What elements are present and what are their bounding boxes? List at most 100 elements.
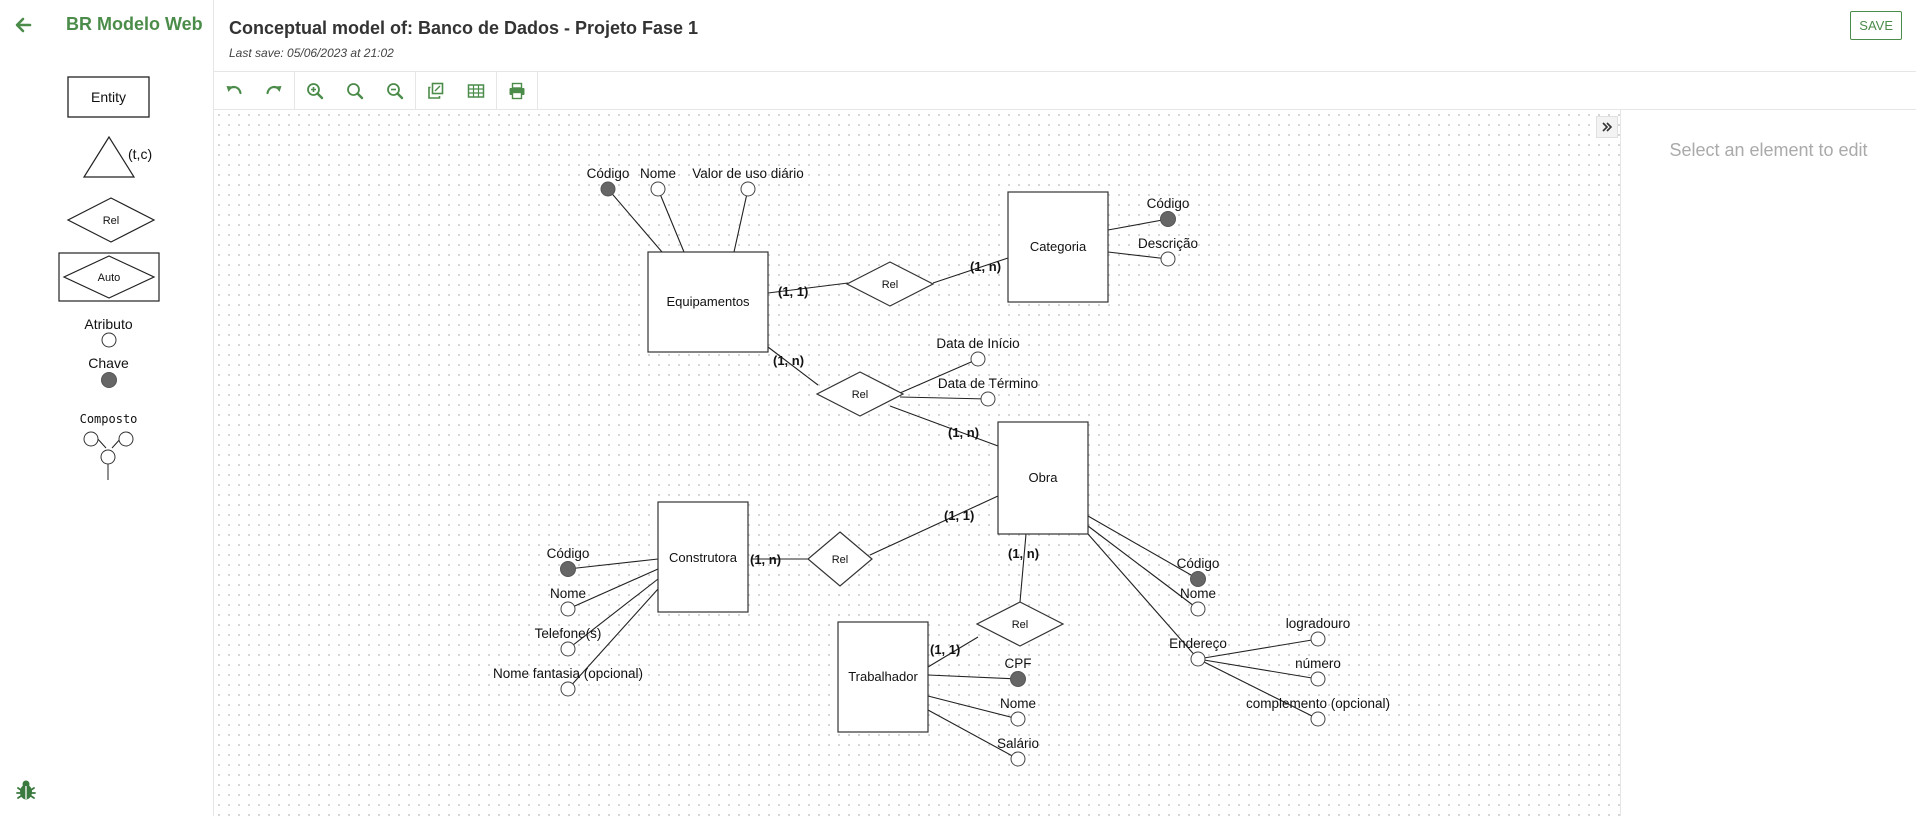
- cardinality-label: (1, 1): [778, 284, 808, 299]
- properties-panel: Select an element to edit: [1620, 110, 1916, 816]
- attribute-label: Código: [1147, 196, 1190, 211]
- palette-attribute-label: Atributo: [84, 316, 132, 332]
- double-chevron-right-icon: [1602, 122, 1613, 132]
- last-save-timestamp: Last save: 05/06/2023 at 21:02: [229, 46, 394, 60]
- relationship-rel-1-label: Rel: [882, 279, 899, 291]
- save-button[interactable]: SAVE: [1850, 11, 1902, 40]
- cardinalities: (1, 1) (1, n) (1, n) (1, n) (1, n) (1, 1…: [750, 259, 1039, 657]
- entity-construtora[interactable]: Construtora: [657, 501, 749, 613]
- attribute[interactable]: Telefone(s): [535, 626, 602, 657]
- bug-report-icon[interactable]: [14, 778, 38, 802]
- key-circle-icon: [101, 372, 117, 388]
- attribute-label: Nome: [550, 586, 586, 601]
- entity-categoria-label: Categoria: [1030, 239, 1087, 254]
- attribute[interactable]: Data de Início: [936, 336, 1020, 367]
- palette-attribute[interactable]: Atributo: [84, 316, 133, 348]
- attribute[interactable]: Nome: [640, 166, 676, 197]
- redo-button[interactable]: [254, 72, 294, 110]
- table-icon: [467, 83, 485, 98]
- attribute[interactable]: Nome: [1000, 696, 1036, 727]
- attribute-label: complemento (opcional): [1246, 696, 1390, 711]
- attribute-key[interactable]: Código: [547, 546, 590, 577]
- duplicate-button[interactable]: [416, 72, 456, 110]
- attribute-label: Código: [1177, 556, 1220, 571]
- cardinality-label: (1, n): [948, 425, 979, 440]
- palette-associative[interactable]: Auto: [58, 252, 160, 302]
- palette-specialization-label: (t,c): [128, 146, 152, 162]
- zoom-out-button[interactable]: [375, 72, 415, 110]
- attribute-label: Nome: [640, 166, 676, 181]
- relationship-rel-3-label: Rel: [832, 554, 849, 566]
- attribute-label: número: [1295, 656, 1341, 671]
- attribute-label: Código: [587, 166, 630, 181]
- attribute-label: logradouro: [1286, 616, 1351, 631]
- table-view-button[interactable]: [456, 72, 496, 110]
- zoom-out-icon: [387, 82, 404, 99]
- palette-entity-label: Entity: [91, 89, 126, 105]
- attribute-key[interactable]: Código: [587, 166, 630, 197]
- attribute[interactable]: Nome: [550, 586, 586, 617]
- attribute[interactable]: complemento (opcional): [1246, 696, 1390, 727]
- attribute-label: Código: [547, 546, 590, 561]
- redo-icon: [266, 85, 282, 94]
- page-title: Conceptual model of: Banco de Dados - Pr…: [229, 18, 699, 38]
- entity-trabalhador-label: Trabalhador: [848, 669, 918, 684]
- attribute-key[interactable]: CPF: [1005, 656, 1032, 687]
- header: Conceptual model of: Banco de Dados - Pr…: [214, 0, 1916, 72]
- toolbar-group-print: [497, 71, 538, 110]
- attribute-label: Descrição: [1138, 236, 1198, 251]
- entity-obra[interactable]: Obra: [997, 421, 1089, 535]
- element-palette: Entity (t,c) Rel Auto Atributo Chave: [58, 76, 160, 480]
- palette-composite[interactable]: Composto: [80, 412, 138, 480]
- attribute[interactable]: Data de Término: [938, 376, 1038, 407]
- attribute[interactable]: Valor de uso diário: [692, 166, 804, 197]
- toolbar-group-history: [214, 71, 295, 110]
- palette-key[interactable]: Chave: [88, 355, 129, 388]
- sidebar: BR Modelo Web Entity (t,c) Rel Auto Atri…: [0, 0, 214, 816]
- print-button[interactable]: [497, 72, 537, 110]
- attribute-composite[interactable]: Endereço: [1169, 636, 1227, 667]
- attribute[interactable]: número: [1295, 656, 1341, 687]
- palette-associative-label: Auto: [98, 272, 121, 284]
- relationship-rel-3[interactable]: Rel: [807, 531, 873, 587]
- entity-equipamentos[interactable]: Equipamentos: [647, 251, 769, 353]
- attribute-key[interactable]: Código: [1177, 556, 1220, 587]
- relationship-rel-1[interactable]: Rel: [845, 261, 935, 307]
- attribute-label: CPF: [1005, 656, 1032, 671]
- relationship-rel-2[interactable]: Rel: [815, 371, 905, 417]
- attribute[interactable]: Descrição: [1138, 236, 1198, 267]
- attribute[interactable]: Nome fantasia (opcional): [493, 666, 643, 697]
- attribute[interactable]: logradouro: [1286, 616, 1351, 647]
- undo-button[interactable]: [214, 72, 254, 110]
- attribute-label: Telefone(s): [535, 626, 602, 641]
- attribute-key[interactable]: Código: [1147, 196, 1190, 227]
- cardinality-label: (1, n): [750, 552, 781, 567]
- toolbar-group-zoom: [295, 71, 416, 110]
- entity-trabalhador[interactable]: Trabalhador: [837, 621, 929, 733]
- attribute[interactable]: Salário: [997, 736, 1039, 767]
- connections: [567, 188, 1319, 760]
- palette-relationship[interactable]: Rel: [66, 197, 156, 243]
- entity-construtora-label: Construtora: [669, 550, 738, 565]
- cardinality-label: (1, n): [773, 353, 804, 368]
- attribute[interactable]: Nome: [1180, 586, 1216, 617]
- collapse-panel-button[interactable]: [1596, 116, 1618, 138]
- cardinality-label: (1, n): [1008, 546, 1039, 561]
- zoom-reset-button[interactable]: [335, 72, 375, 110]
- diagram-canvas[interactable]: Equipamentos Categoria Obra Construtora …: [214, 110, 1620, 816]
- duplicate-icon: [428, 82, 444, 99]
- palette-entity[interactable]: Entity: [67, 76, 150, 118]
- print-icon: [509, 82, 525, 99]
- palette-specialization[interactable]: (t,c): [82, 135, 152, 178]
- attribute-label: Endereço: [1169, 636, 1227, 651]
- attribute-label: Nome fantasia (opcional): [493, 666, 643, 681]
- entity-equipamentos-label: Equipamentos: [666, 294, 750, 309]
- attribute-label: Nome: [1180, 586, 1216, 601]
- zoom-in-button[interactable]: [295, 72, 335, 110]
- entity-categoria[interactable]: Categoria: [1007, 191, 1109, 303]
- panel-hint: Select an element to edit: [1669, 140, 1868, 160]
- entity-obra-label: Obra: [1029, 470, 1059, 485]
- back-arrow-icon[interactable]: [12, 14, 34, 36]
- relationship-rel-4[interactable]: Rel: [975, 601, 1065, 647]
- app-title: BR Modelo Web: [66, 14, 203, 34]
